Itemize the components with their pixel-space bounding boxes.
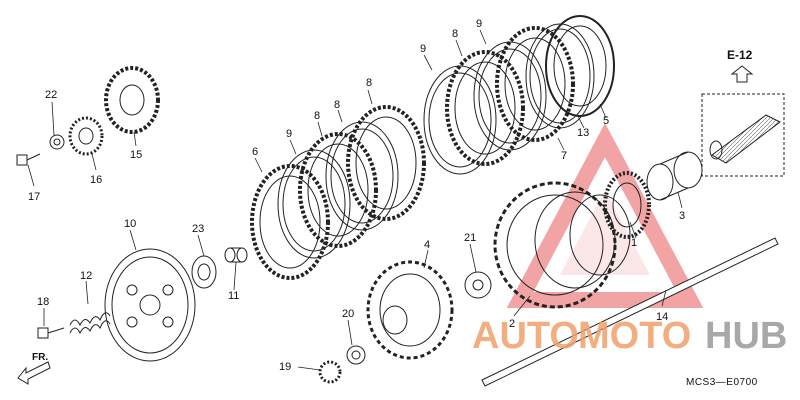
primary-gear: [603, 171, 651, 239]
clutch-outer: [493, 181, 631, 309]
svg-text:AUTO: AUTO: [472, 315, 579, 357]
part-label: 9: [420, 43, 426, 55]
part-label: 9: [286, 128, 292, 140]
washer-20: [346, 345, 366, 365]
diagram-code: MCS3—E0700: [686, 377, 758, 388]
svg-text:HUB: HUB: [705, 315, 787, 357]
part-labels: 1 2 3 4 5 6 7 8 8 8 8 9 9 9 9 10 11 12 1…: [28, 18, 685, 373]
sprocket-15: [104, 66, 160, 134]
part-label: 20: [342, 308, 354, 320]
clutch-plate-stack: [250, 15, 615, 280]
part-label: 3: [679, 210, 685, 222]
part-label: 1: [631, 237, 637, 249]
part-label: 11: [228, 290, 239, 302]
pressure-plate: [104, 248, 196, 362]
clutch-center: [366, 260, 454, 360]
mainshaft-rod: [481, 237, 779, 387]
part-label: 6: [252, 146, 258, 158]
part-label: 13: [577, 127, 589, 139]
reference-box: [701, 65, 785, 177]
part-label: 12: [80, 270, 92, 282]
part-label: 9: [476, 18, 482, 30]
leader-lines: [27, 29, 683, 371]
part-label: 22: [45, 89, 57, 101]
part-label: 14: [656, 311, 668, 323]
clutch-springs: [69, 312, 111, 335]
part-label: 8: [314, 110, 320, 122]
bolt: [37, 327, 65, 339]
bearing: [191, 255, 217, 289]
watermark-logo: [506, 122, 704, 308]
part-label: 8: [452, 28, 458, 40]
bolt-17: [16, 153, 41, 166]
part-label: 23: [192, 223, 204, 235]
part-label: 15: [130, 149, 142, 161]
fr-arrow: [17, 361, 51, 385]
part-label: 8: [334, 99, 340, 111]
part-label: 16: [90, 174, 102, 186]
watermark-text: AUTO MOTO HUB: [472, 315, 787, 357]
washer-21: [464, 271, 492, 299]
reference-label: E-12: [727, 48, 753, 62]
part-label: 2: [509, 318, 515, 330]
washer-22: [49, 134, 65, 150]
part-label: 19: [279, 361, 291, 373]
part-label: 8: [366, 77, 372, 89]
part-label: 18: [37, 296, 49, 308]
pushrod: [224, 247, 248, 263]
collar: [646, 151, 703, 201]
direction-label: FR.: [32, 352, 48, 363]
svg-text:MOTO: MOTO: [578, 315, 691, 357]
part-label: 7: [561, 150, 567, 162]
lock-nut: [318, 360, 342, 384]
part-label: 10: [124, 218, 136, 230]
part-label: 4: [424, 239, 430, 251]
part-label: 21: [464, 232, 476, 244]
part-label: 5: [603, 115, 609, 127]
part-label: 17: [28, 191, 40, 203]
sprocket-16: [68, 116, 104, 156]
